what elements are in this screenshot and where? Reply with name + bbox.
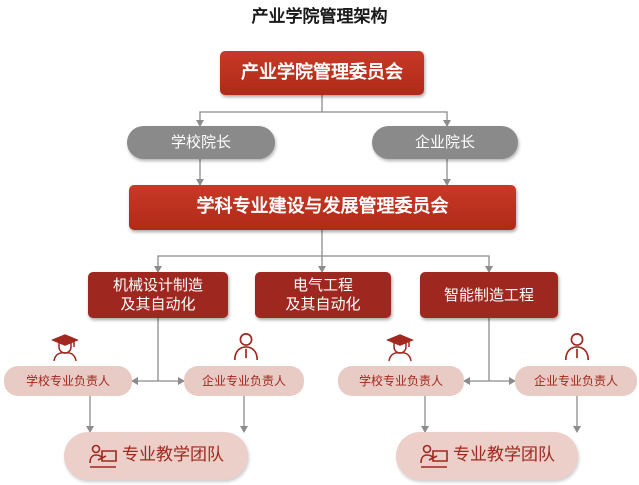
industry-college-committee: 产业学院管理委员会 — [220, 51, 424, 95]
major-mechanical: 机械设计制造 及其自动化 — [88, 272, 228, 318]
graduate-icon — [386, 334, 414, 362]
connector-top-split — [196, 95, 323, 127]
team-icon — [420, 444, 448, 468]
connector-discipline-split — [154, 230, 323, 273]
left-school-major-leader: 学校专业负责人 — [4, 366, 132, 396]
connector-discipline-right — [322, 255, 493, 273]
discipline-committee: 学科专业建设与发展管理委员会 — [129, 185, 516, 230]
teaching-team-label: 专业教学团队 — [122, 445, 224, 466]
team-icon — [89, 444, 117, 468]
connector-top-split-right — [322, 111, 451, 127]
right-teaching-team: 专业教学团队 — [396, 432, 578, 480]
right-enterprise-major-leader: 企业专业负责人 — [515, 366, 637, 396]
person-icon — [233, 333, 259, 361]
major-electrical: 电气工程 及其自动化 — [255, 272, 391, 318]
enterprise-dean: 企业院长 — [372, 126, 518, 159]
left-enterprise-major-leader: 企业专业负责人 — [184, 366, 304, 396]
right-school-major-leader: 学校专业负责人 — [338, 366, 464, 396]
person-icon — [564, 333, 590, 361]
teaching-team-label: 专业教学团队 — [453, 445, 555, 466]
major-intelligent-manufacturing: 智能制造工程 — [420, 272, 558, 318]
graduate-icon — [51, 334, 79, 362]
diagram-title: 产业学院管理架构 — [251, 7, 388, 27]
left-teaching-team: 专业教学团队 — [64, 432, 248, 480]
school-dean: 学校院长 — [127, 126, 275, 159]
